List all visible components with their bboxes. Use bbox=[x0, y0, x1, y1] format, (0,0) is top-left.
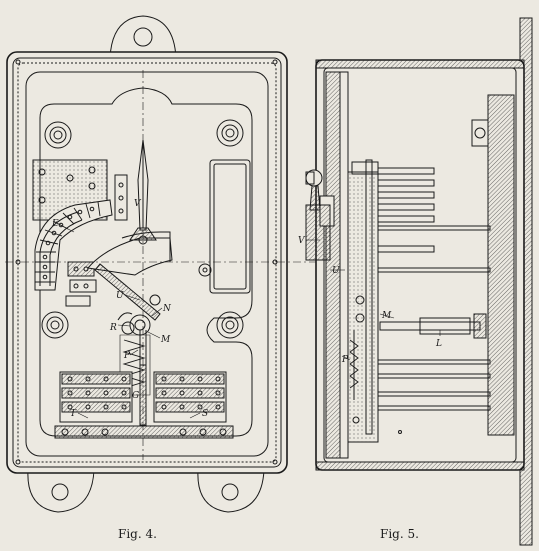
mounting-boss-upper-left bbox=[44, 121, 72, 149]
terminal-strip-bottom bbox=[54, 425, 234, 439]
label-e: E bbox=[51, 219, 59, 229]
bottom-flange bbox=[315, 461, 525, 471]
label-s: S bbox=[202, 409, 208, 419]
bottom-right-lug bbox=[197, 469, 265, 513]
housing-inner bbox=[25, 71, 269, 457]
mounting-boss-lower-right bbox=[216, 311, 244, 339]
label-u: U bbox=[116, 291, 124, 301]
label-n: N bbox=[162, 304, 172, 314]
right-slot bbox=[209, 159, 251, 294]
housing-rim bbox=[12, 57, 282, 468]
figure-5-caption: Fig. 5. bbox=[380, 527, 419, 541]
label-p-side: P bbox=[341, 355, 349, 365]
top-lug-hole bbox=[133, 27, 153, 47]
label-t: T bbox=[70, 409, 77, 419]
terminal-blocks-right bbox=[153, 371, 227, 423]
terminal-blocks-left bbox=[59, 371, 133, 423]
corner-screws bbox=[15, 59, 278, 465]
fig5-labels: V U M L P bbox=[298, 236, 442, 365]
label-l-side: L bbox=[435, 339, 442, 349]
base-plate bbox=[39, 87, 253, 437]
mounting-boss-lower-left bbox=[41, 311, 69, 339]
label-m: M bbox=[160, 335, 171, 345]
shaft-l bbox=[379, 313, 487, 339]
housing-gasket bbox=[17, 62, 277, 463]
contact-board bbox=[347, 171, 379, 443]
bottom-left-lug-hole bbox=[51, 483, 69, 501]
label-v: V bbox=[134, 199, 142, 209]
spring-p-side bbox=[349, 330, 359, 400]
switch-arm bbox=[87, 231, 173, 321]
bottom-left-lug bbox=[27, 469, 95, 513]
cover-plate bbox=[325, 71, 341, 459]
label-u-side: U bbox=[332, 266, 340, 276]
bottom-right-lug-hole bbox=[221, 483, 239, 501]
contact-segments bbox=[34, 199, 113, 291]
label-p: P bbox=[123, 351, 131, 361]
top-flange bbox=[315, 59, 525, 69]
fig4-labels: E V U R N M P G T S bbox=[51, 199, 208, 419]
label-r: R bbox=[109, 323, 117, 333]
label-m-side: M bbox=[381, 311, 392, 321]
label-v-side: V bbox=[298, 236, 306, 246]
mounting-boss-upper-right bbox=[216, 119, 244, 147]
figure-4-caption: Fig. 4. bbox=[118, 527, 157, 541]
operating-lever bbox=[305, 169, 335, 261]
back-plate bbox=[487, 94, 515, 436]
figure-4 bbox=[5, 15, 528, 513]
label-g: G bbox=[132, 391, 139, 401]
cooling-fins bbox=[377, 167, 435, 253]
interior-screws bbox=[352, 295, 402, 434]
top-mounting-lug bbox=[109, 15, 177, 59]
figure-5 bbox=[305, 17, 533, 546]
